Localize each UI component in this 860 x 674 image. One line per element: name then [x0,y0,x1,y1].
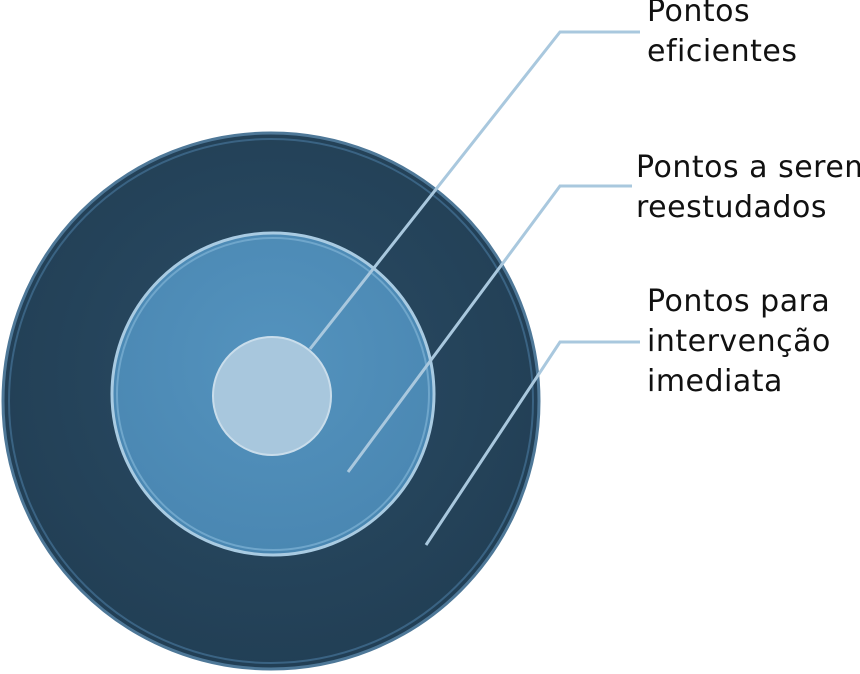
label-line: Pontos a serem [636,150,860,185]
label-pontos-para-intervencao-imediata: Pontos para intervenção imediata [647,282,831,402]
label-line: eficientes [647,34,798,69]
label-line: intervenção [647,324,831,359]
middle-ring-highlight [116,237,430,551]
label-line: Pontos [647,0,751,29]
label-line: Pontos para [647,284,831,319]
inner-circle [212,336,332,456]
connector-inner [308,30,640,350]
label-pontos-eficientes: Pontos eficientes [647,0,798,72]
connector-middle [346,184,632,473]
label-line: imediata [647,364,783,399]
label-line: reestudados [636,190,827,225]
outer-ring-highlight [8,138,534,664]
label-pontos-a-serem-reestudados: Pontos a serem reestudados [636,148,860,228]
connector-outer [424,340,640,546]
